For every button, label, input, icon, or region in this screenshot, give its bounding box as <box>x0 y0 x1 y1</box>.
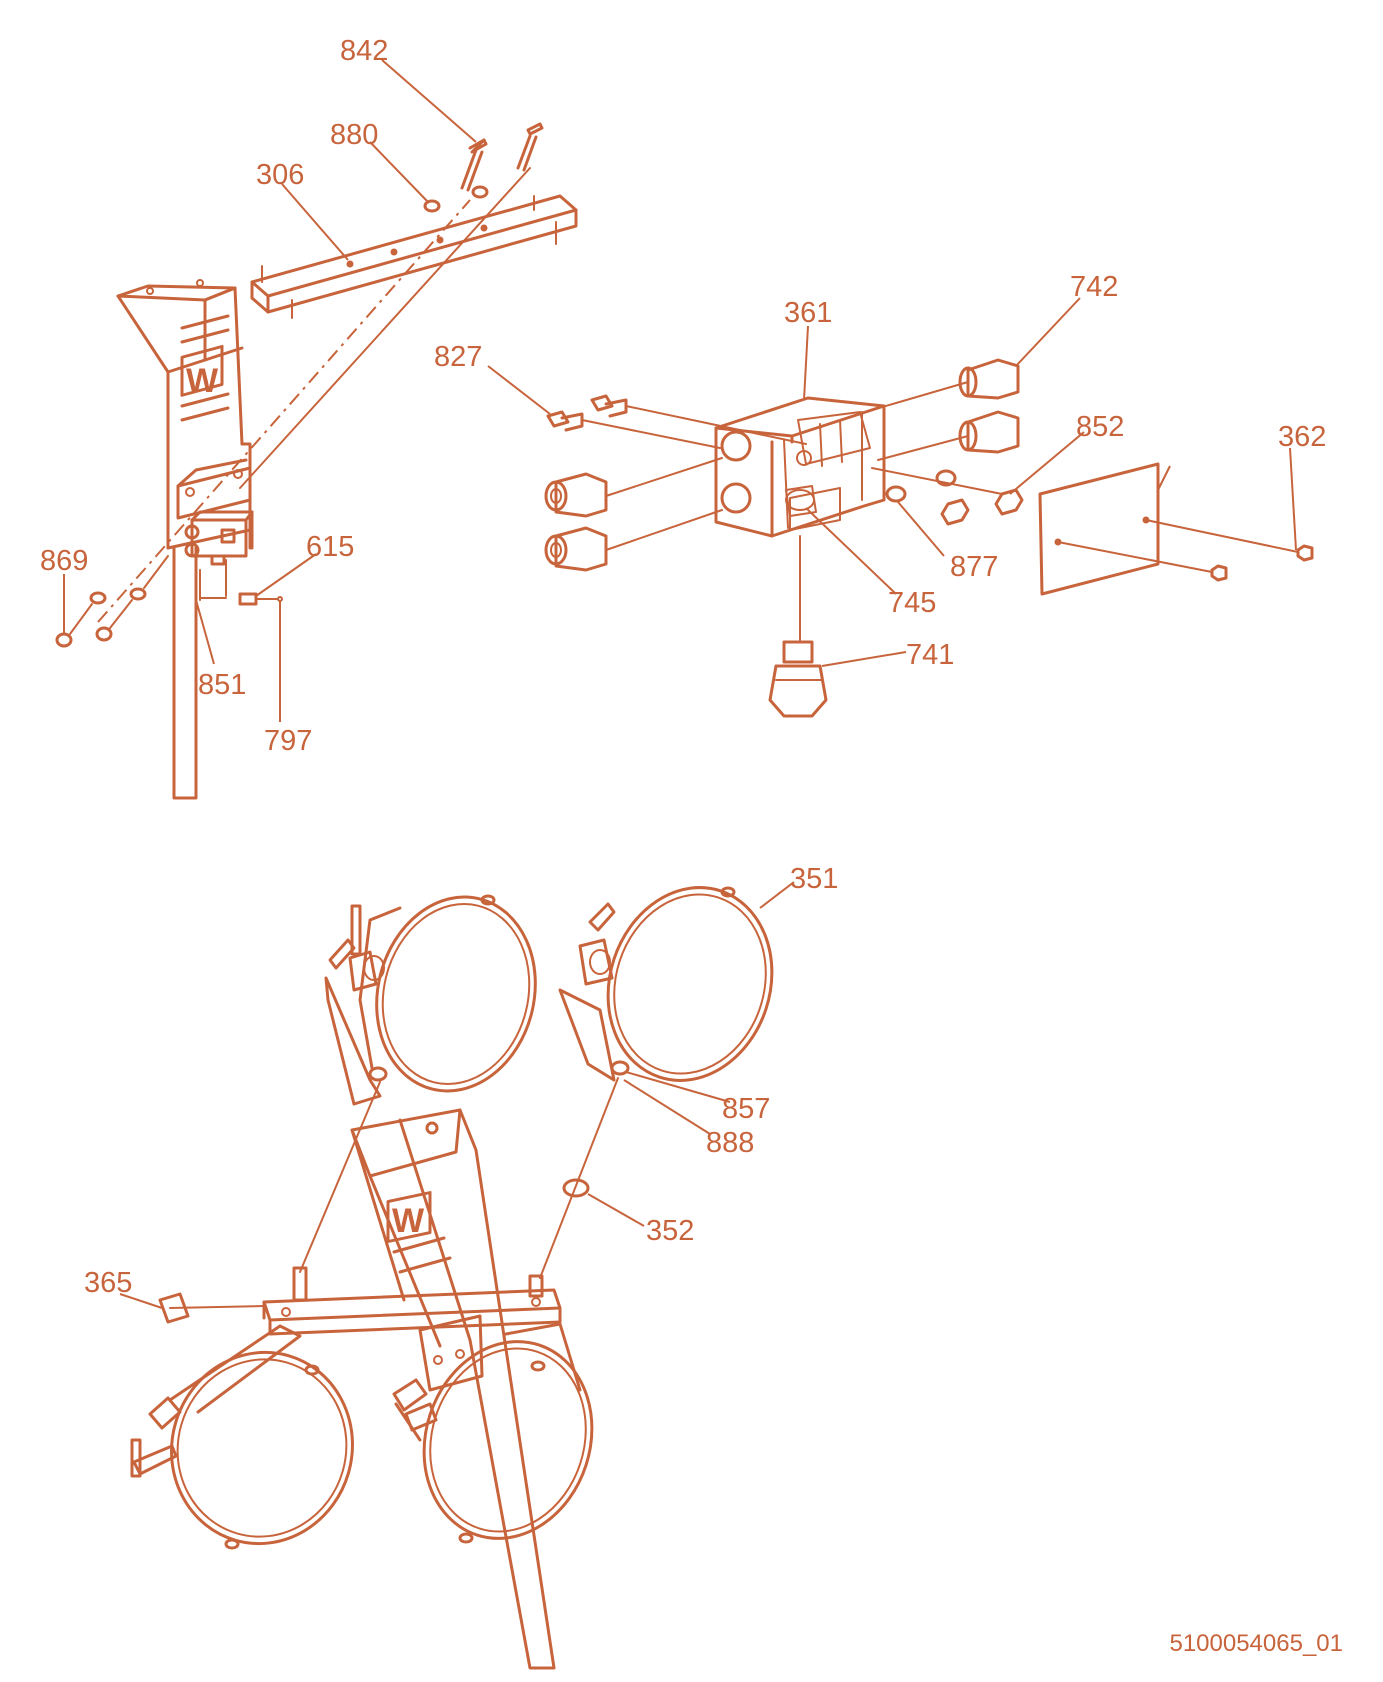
cable-glands-left <box>544 457 723 572</box>
cable-gland-741 <box>768 535 828 718</box>
mast-pole <box>172 546 227 800</box>
crossbar <box>169 1266 562 1336</box>
callout-852: 852 <box>1076 411 1124 443</box>
junction-box-361 <box>714 396 886 538</box>
leader-lines <box>63 59 1297 1309</box>
cable-glands-742 <box>871 358 1020 461</box>
callout-745: 745 <box>888 587 936 619</box>
arm-306 <box>250 194 578 319</box>
lamp-top-left <box>324 894 537 1106</box>
washer-352 <box>562 1178 590 1198</box>
callout-742: 742 <box>1070 271 1118 303</box>
callout-869: 869 <box>40 545 88 577</box>
callout-352: 352 <box>646 1215 694 1247</box>
light-tower-assembly: W <box>130 886 774 1670</box>
switch-box <box>184 510 254 566</box>
callout-365: 365 <box>84 1267 132 1299</box>
callout-362: 362 <box>1278 421 1326 453</box>
washers-877 <box>871 467 1024 526</box>
callout-labels: 842 880 306 869 615 851 797 361 742 827 … <box>40 35 1326 1299</box>
plug-615 <box>238 592 283 721</box>
lamp-bottom-right <box>392 1322 594 1544</box>
logo-w-lower: W <box>392 1202 425 1240</box>
callout-827: 827 <box>434 341 482 373</box>
callout-857: 857 <box>722 1093 770 1125</box>
callout-888: 888 <box>706 1127 754 1159</box>
lamp-351 <box>558 886 774 1082</box>
callout-351: 351 <box>790 863 838 895</box>
washer-880 <box>423 185 489 213</box>
callout-741: 741 <box>906 639 954 671</box>
bolt-842 <box>460 122 544 192</box>
center-bracket: W <box>350 1108 556 1670</box>
screws-827 <box>546 394 807 449</box>
callout-306: 306 <box>256 159 304 191</box>
callout-880: 880 <box>330 119 378 151</box>
mast-head-assembly: W <box>55 122 578 800</box>
callout-842: 842 <box>340 35 388 67</box>
callout-851: 851 <box>198 669 246 701</box>
callout-615: 615 <box>306 531 354 563</box>
drawing-number: 5100054065_01 <box>1169 1630 1343 1657</box>
gland-nut-745 <box>785 485 817 517</box>
callout-877: 877 <box>950 551 998 583</box>
logo-w-upper: W <box>186 362 219 400</box>
junction-box-assembly <box>544 358 1314 718</box>
lamp-bottom-left <box>130 1324 354 1550</box>
nuts-869 <box>55 555 169 648</box>
mast-bracket: W <box>116 279 252 550</box>
lid-362 <box>1038 462 1314 596</box>
callout-797: 797 <box>264 725 312 757</box>
callout-361: 361 <box>784 297 832 329</box>
cap-365 <box>158 1292 190 1324</box>
